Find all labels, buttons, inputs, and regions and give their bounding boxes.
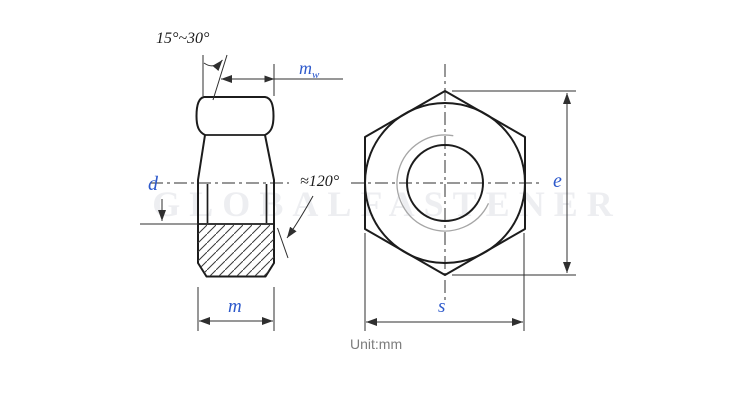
unit-note: Unit:mm bbox=[350, 336, 403, 352]
m-label: m bbox=[228, 296, 242, 317]
side-view-dimensions bbox=[140, 54, 343, 331]
nut-body-outline bbox=[195, 96, 275, 278]
chamfer-angle-label: 15°~30° bbox=[156, 30, 210, 47]
e-label: e bbox=[553, 170, 562, 192]
chamfer-angle-line bbox=[212, 54, 228, 101]
mw-label: mw bbox=[299, 59, 319, 81]
angle-arc-arrow bbox=[203, 59, 223, 71]
countersink-leader bbox=[286, 195, 314, 239]
s-label: s bbox=[438, 296, 446, 317]
section-hatch-area bbox=[198, 225, 274, 276]
front-view bbox=[351, 64, 541, 301]
countersink-angle-label: ≈120° bbox=[300, 173, 340, 190]
mw-label-base: m bbox=[299, 58, 312, 78]
thread-hole-circle bbox=[406, 144, 484, 222]
chamfer-circle bbox=[364, 102, 526, 264]
front-view-dimensions bbox=[364, 90, 576, 331]
mw-arrowhead-right bbox=[264, 75, 275, 83]
thread-arc bbox=[396, 134, 490, 232]
d-label: d bbox=[148, 173, 158, 195]
countersink-tick bbox=[277, 227, 289, 259]
side-view bbox=[150, 96, 289, 278]
hexagon-outline bbox=[364, 90, 526, 276]
mw-label-sub: w bbox=[312, 69, 320, 81]
